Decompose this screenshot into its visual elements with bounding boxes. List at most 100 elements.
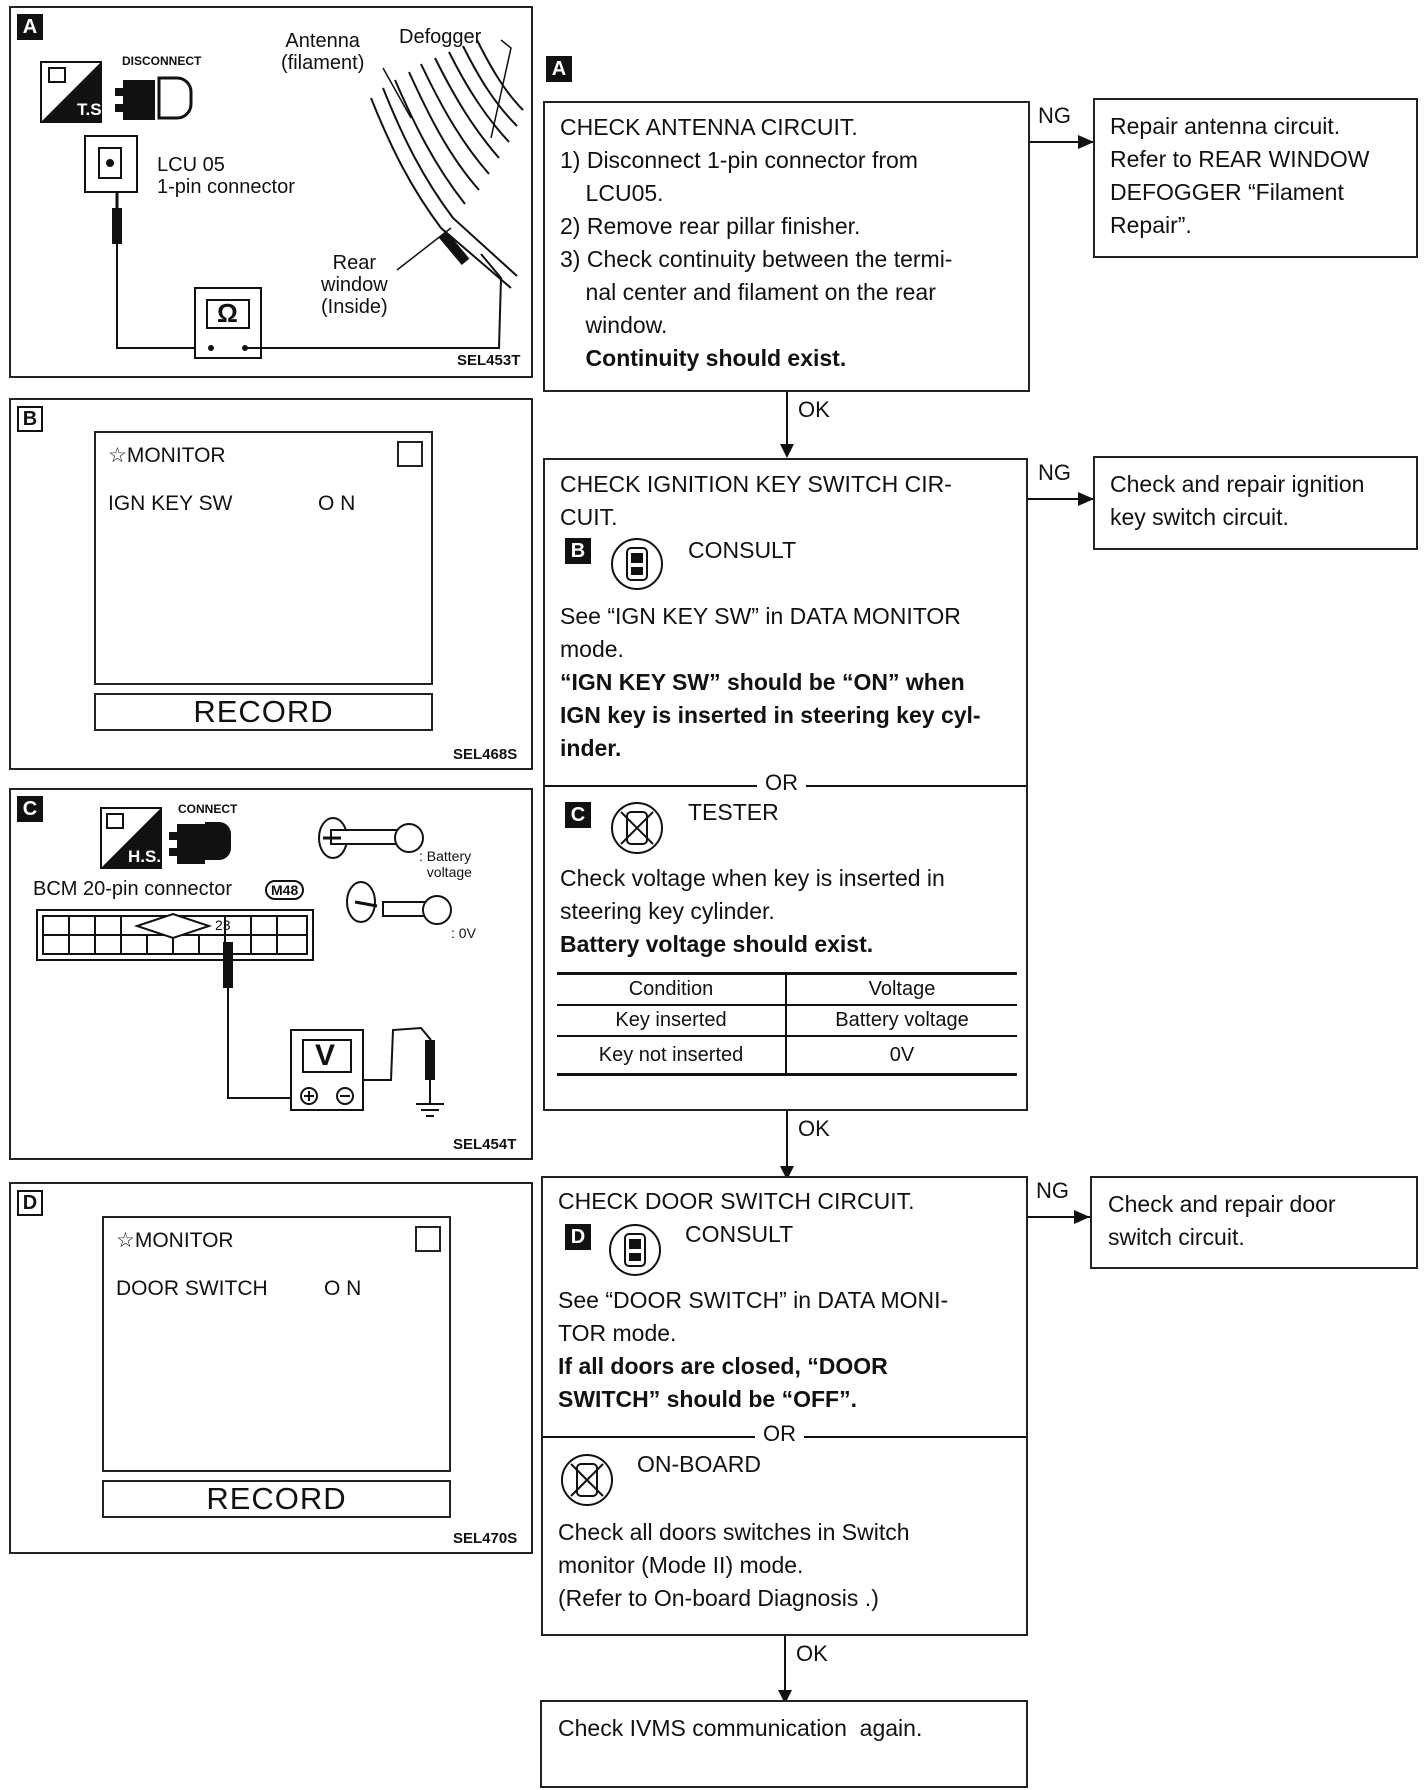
monitor-checkbox[interactable] (415, 1226, 441, 1252)
lcu-label: LCU 05 1-pin connector (157, 154, 295, 198)
panel-d-code: SEL470S (453, 1530, 518, 1547)
pin-number: 23 (215, 917, 231, 933)
step1-ok-arrow (786, 392, 788, 452)
panel-a-letter: A (17, 14, 43, 40)
step2-tester-letter: C (565, 802, 591, 828)
step2-ok-label: OK (798, 1116, 830, 1141)
onboard-icon (561, 1454, 613, 1506)
step2-line-1: See “IGN KEY SW” in DATA MONITOR (560, 603, 961, 629)
consult-tool-icon (609, 1224, 661, 1276)
step2-ok-arrow (786, 1111, 788, 1174)
step1-ok-arrowhead (780, 444, 794, 458)
bcm-label: BCM 20-pin connector (33, 878, 232, 900)
connect-connector-icon (169, 822, 231, 864)
voltage-table-header: Condition Voltage (557, 973, 1017, 1005)
hs-icon (100, 807, 162, 869)
step2-tester-line-2: steering key cylinder. (560, 898, 775, 924)
consult-monitor-screen: ☆MONITOR DOOR SWITCH O N (102, 1216, 451, 1472)
monitor-checkbox[interactable] (397, 441, 423, 467)
ts-icon (40, 61, 102, 123)
step1-box: CHECK ANTENNA CIRCUIT. 1) Disconnect 1-p… (543, 101, 1030, 392)
panel-c-letter: C (17, 796, 43, 822)
step3-onboard-line-3: (Refer to On-board Diagnosis .) (558, 1585, 879, 1611)
panel-b: B ☆MONITOR IGN KEY SW O N RECORD SEL468S (9, 398, 533, 770)
step1-line-1: 1) Disconnect 1-pin connector from (560, 147, 918, 173)
ts-label: T.S. (77, 100, 107, 119)
step1-line-6: window. (560, 312, 668, 338)
voltmeter (290, 1029, 364, 1111)
table-cell-condition: Key inserted (557, 1005, 787, 1036)
step1-ng-arrow (1030, 141, 1096, 143)
monitor-title: ☆MONITOR (116, 1229, 234, 1252)
table-header-voltage: Voltage (868, 978, 936, 1000)
ground-symbol-icon (416, 1103, 444, 1117)
step2-tester-bold: Battery voltage should exist. (560, 931, 874, 957)
record-button[interactable]: RECORD (94, 693, 433, 731)
step3-onboard-line-2: monitor (Mode II) mode. (558, 1552, 804, 1578)
step1-ng-label: NG (1038, 103, 1071, 128)
monitor-title: ☆MONITOR (108, 444, 226, 467)
hs-label: H.S. (128, 847, 162, 866)
step2-ng-label: NG (1038, 460, 1071, 485)
step2-consult-letter: B (565, 538, 591, 564)
step2-ng-arrow (1028, 498, 1096, 500)
step2-or-label: OR (757, 770, 806, 796)
step2-line-2: mode. (560, 636, 624, 662)
step2-bold-3: inder. (560, 735, 622, 761)
ohm-symbol: Ω (217, 298, 238, 328)
step2-bold-2: IGN key is inserted in steering key cyl- (560, 702, 981, 728)
panel-d: D ☆MONITOR DOOR SWITCH O N RECORD SEL470… (9, 1182, 533, 1554)
step3-line-1: See “DOOR SWITCH” in DATA MONI- (558, 1287, 949, 1313)
step3-onboard-label: ON-BOARD (637, 1451, 761, 1477)
rear-window-label: Rear window (Inside) (321, 252, 388, 318)
key-not-inserted-icon (346, 881, 452, 925)
step2-consult-label: CONSULT (688, 537, 797, 563)
step1-ng-box: Repair antenna circuit. Refer to REAR WI… (1093, 98, 1418, 258)
step3-line-2: TOR mode. (558, 1320, 677, 1346)
monitor-item-name: DOOR SWITCH (116, 1277, 268, 1300)
record-button[interactable]: RECORD (102, 1480, 451, 1518)
lcu-connector (84, 135, 138, 193)
step2-box: CHECK IGNITION KEY SWITCH CIR- CUIT. B C… (543, 458, 1028, 1111)
panel-a: A (9, 6, 533, 378)
antenna-test-diagram (40, 39, 524, 359)
table-cell-voltage: 0V (889, 1043, 915, 1066)
step2-bold-1: “IGN KEY SW” should be “ON” when (560, 669, 965, 695)
step3-or-label: OR (755, 1421, 804, 1447)
flow-section-letter: A (546, 56, 572, 82)
consult-monitor-screen: ☆MONITOR IGN KEY SW O N (94, 431, 433, 685)
step3-ng-line-2: switch circuit. (1108, 1224, 1245, 1250)
monitor-item-value: O N (324, 1277, 362, 1300)
tester-icon (611, 802, 663, 854)
disconnect-connector-icon (115, 76, 193, 120)
step2-ng-box: Check and repair ignition key switch cir… (1093, 456, 1418, 550)
step2-ng-arrowhead (1078, 492, 1094, 506)
connect-label: CONNECT (178, 802, 238, 816)
final-text: Check IVMS communication again. (558, 1715, 923, 1741)
panel-b-code: SEL468S (453, 746, 518, 763)
step1-ng-line-3: DEFOGGER “Filament (1110, 179, 1344, 205)
bcm-test-diagram (36, 807, 452, 1117)
step1-line-4: 3) Check continuity between the termi- (560, 246, 953, 272)
step3-bold-2: SWITCH” should be “OFF”. (558, 1386, 857, 1412)
step3-ng-label: NG (1036, 1178, 1069, 1203)
voltage-table: Condition Voltage Key inserted Battery v… (557, 972, 1017, 1076)
step1-line-3: 2) Remove rear pillar finisher. (560, 213, 861, 239)
panel-c-code: SEL454T (453, 1136, 517, 1153)
step2-tester-line-1: Check voltage when key is inserted in (560, 865, 945, 891)
panel-c: C (9, 788, 533, 1160)
step3-ok-arrow (784, 1636, 786, 1698)
step2-title-2: CUIT. (560, 504, 618, 530)
step1-line-5: nal center and filament on the rear (560, 279, 936, 305)
step1-ng-line-1: Repair antenna circuit. (1110, 113, 1341, 139)
step2-tester-label: TESTER (688, 799, 779, 825)
step3-ok-label: OK (796, 1641, 828, 1666)
step3-consult-letter: D (565, 1224, 591, 1250)
step3-box: CHECK DOOR SWITCH CIRCUIT. D CONSULT See… (541, 1176, 1028, 1636)
step1-title: CHECK ANTENNA CIRCUIT. (560, 114, 858, 140)
step3-ng-box: Check and repair door switch circuit. (1090, 1176, 1418, 1269)
step1-line-2: LCU05. (560, 180, 664, 206)
panel-a-code: SEL453T (457, 352, 521, 369)
panel-b-letter: B (17, 406, 43, 432)
defogger-label: Defogger (399, 26, 482, 48)
